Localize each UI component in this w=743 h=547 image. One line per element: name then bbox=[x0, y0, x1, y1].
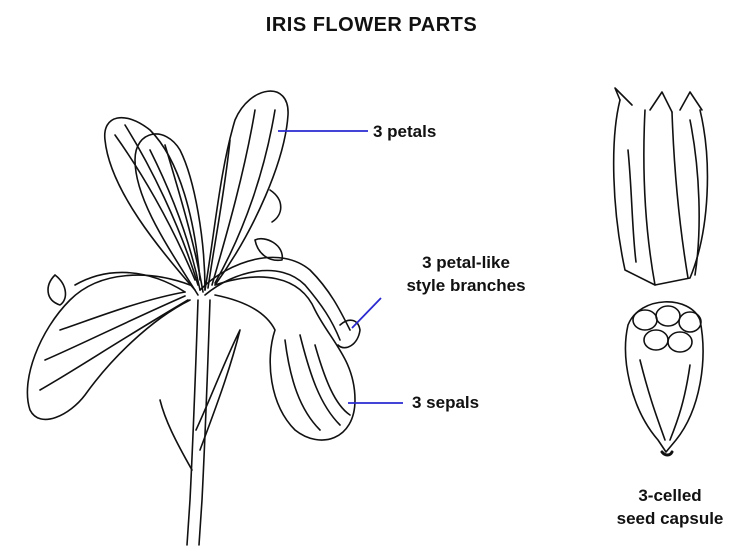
label-style-line2: style branches bbox=[378, 274, 554, 297]
label-style-line1: 3 petal-like bbox=[378, 251, 554, 274]
label-capsule-line1: 3-celled bbox=[600, 484, 740, 507]
label-capsule-line2: seed capsule bbox=[600, 507, 740, 530]
seed-pod-open bbox=[614, 88, 708, 285]
iris-stem bbox=[160, 300, 240, 545]
pointer-style-branches bbox=[352, 298, 381, 328]
label-petals: 3 petals bbox=[373, 120, 436, 143]
label-style-branches: 3 petal-like style branches bbox=[378, 251, 554, 297]
style-branches bbox=[75, 239, 360, 348]
seed-capsule bbox=[626, 302, 703, 452]
label-seed-capsule: 3-celled seed capsule bbox=[600, 484, 740, 530]
petal-left bbox=[105, 118, 200, 290]
label-sepals: 3 sepals bbox=[412, 391, 479, 414]
sepal-left bbox=[27, 275, 190, 419]
